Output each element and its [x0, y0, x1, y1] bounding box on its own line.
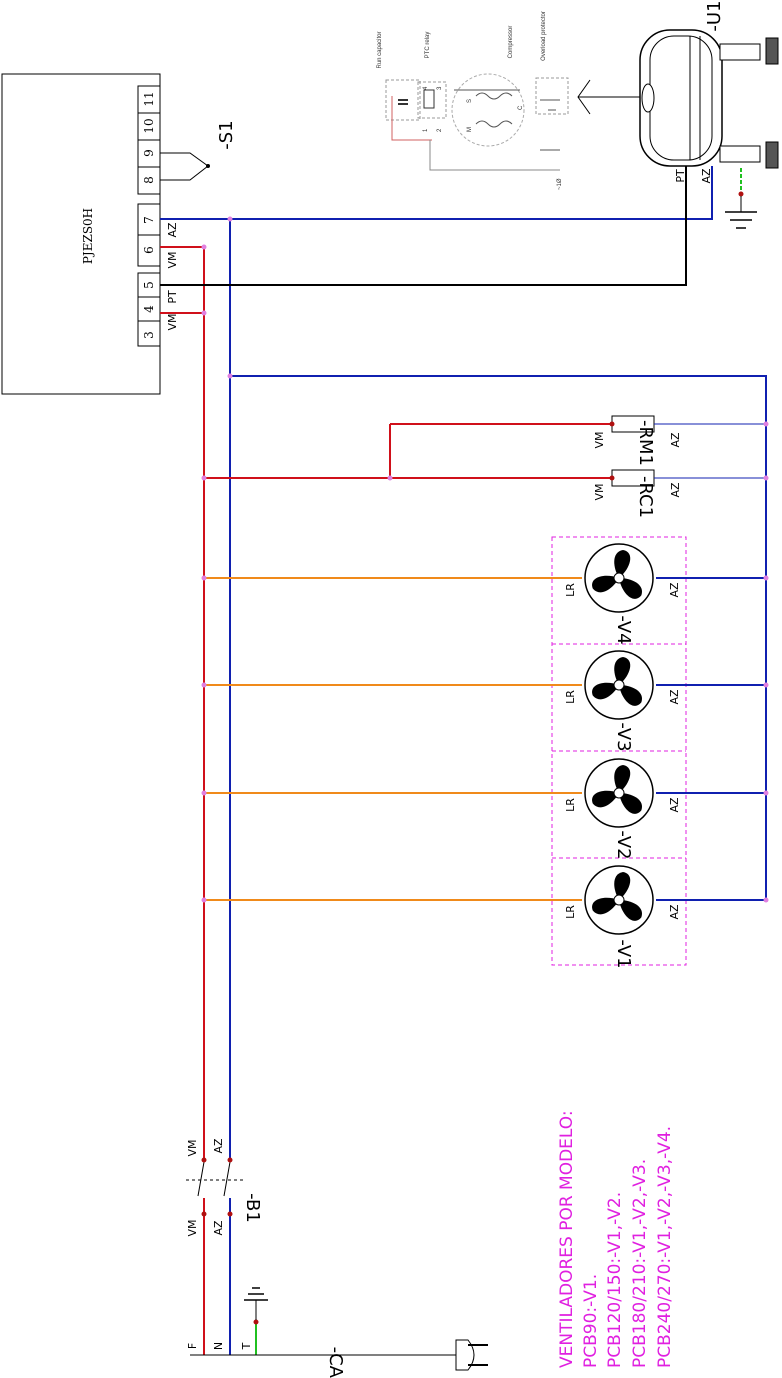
- b1-bot-vm: VM: [186, 1219, 199, 1236]
- resistor-rc1: VM AZ -RC1: [593, 469, 769, 518]
- fan-v4: LR AZ -V4: [201, 543, 769, 645]
- note-line-3: PCB180/210:-V1,-V2,-V3.: [630, 1159, 650, 1368]
- terminal-6: 6: [142, 246, 156, 254]
- sensor-s1: -S1: [160, 120, 237, 181]
- v1-right-label: AZ: [668, 904, 681, 920]
- fan-v1: LR AZ -V1: [201, 865, 769, 969]
- v2-left-label: LR: [564, 798, 577, 812]
- compressor-pt: PT: [674, 169, 687, 183]
- terminal-9: 9: [142, 149, 156, 157]
- compressor-az: AZ: [700, 168, 713, 184]
- arrow-icon: [577, 79, 640, 115]
- ground-icon: [725, 168, 757, 229]
- inset-overload-protector: Overload protector: [541, 11, 547, 61]
- terminal-5: 5: [142, 281, 156, 289]
- inset-run-capacitor: Run capacitor: [377, 31, 383, 68]
- fan-model-note: VENTILADORES POR MODELO: PCB90:-V1. PCB1…: [557, 1110, 675, 1368]
- terminal-11: 11: [142, 91, 156, 106]
- fan-v3: LR AZ -V3: [201, 650, 769, 752]
- resistor-rm1: VM AZ -RM1: [593, 415, 769, 466]
- v4-right-label: AZ: [668, 582, 681, 598]
- pin-label-7: AZ: [166, 222, 179, 238]
- rc1-right-label: AZ: [669, 482, 682, 498]
- b1-bot-az: AZ: [212, 1220, 225, 1236]
- inset-pin-m: M: [467, 127, 473, 132]
- pin-label-4: VM: [166, 313, 179, 330]
- inset-ptc-relay: PTC relay: [425, 32, 431, 59]
- fan-icon: [584, 543, 654, 613]
- fan-icon: [584, 865, 654, 935]
- b1-name: -B1: [242, 1193, 263, 1223]
- v4-left-label: LR: [564, 583, 577, 597]
- inset-pin-3: 3: [437, 86, 443, 90]
- fan-group: [551, 536, 687, 966]
- v3-name: -V3: [613, 722, 634, 751]
- rm1-name: -RM1: [635, 420, 656, 466]
- pin-label-6: VM: [166, 251, 179, 268]
- plug-t: T: [240, 1342, 253, 1350]
- rm1-right-label: AZ: [669, 432, 682, 448]
- note-line-4: PCB240/270:-V1,-V2,-V3,-V4.: [655, 1126, 675, 1368]
- v2-name: -V2: [613, 830, 634, 859]
- compressor-name: -U1: [704, 0, 725, 31]
- note-line-2: PCB120/150:-V1,-V2.: [605, 1192, 625, 1368]
- note-line-1: PCB90:-V1.: [581, 1274, 601, 1368]
- terminal-7: 7: [142, 216, 156, 224]
- switch-b1: VM AZ VM AZ -B1: [186, 1138, 263, 1237]
- plug-name: -CA1: [325, 1347, 346, 1378]
- plug-n: N: [212, 1342, 225, 1350]
- b1-top-vm: VM: [186, 1139, 199, 1156]
- power-plug: F N T -CA1: [186, 1287, 488, 1378]
- terminal-8: 8: [142, 176, 156, 184]
- rc1-name: -RC1: [635, 476, 656, 518]
- inset-pin-c: C: [518, 105, 524, 110]
- terminal-4: 4: [142, 305, 156, 313]
- terminal-3: 3: [142, 331, 156, 339]
- v4-name: -V4: [613, 615, 634, 644]
- terminal-10: 10: [142, 118, 156, 133]
- inset-pin-1: 1: [423, 128, 429, 132]
- v2-right-label: AZ: [668, 797, 681, 813]
- note-title: VENTILADORES POR MODELO:: [557, 1110, 577, 1368]
- rc1-left-label: VM: [593, 483, 606, 500]
- rm1-left-label: VM: [593, 431, 606, 448]
- compressor-schematic-inset: Run capacitor PTC relay Compressor Overl…: [377, 11, 569, 190]
- controller-unit: PJEZS0H 3 4 5 6 7 8 9 10 11 VM PT VM AZ: [1, 73, 179, 395]
- v3-right-label: AZ: [668, 689, 681, 705]
- v1-left-label: LR: [564, 905, 577, 919]
- inset-pin-s: S: [467, 99, 473, 103]
- pin-label-5: PT: [166, 290, 179, 304]
- inset-pin-4: 4: [423, 86, 429, 90]
- inset-compressor: Compressor: [508, 26, 514, 59]
- fan-icon: [584, 758, 654, 828]
- controller-name: PJEZS0H: [81, 208, 95, 264]
- v1-name: -V1: [613, 939, 634, 968]
- fan-icon: [584, 650, 654, 720]
- inset-pin-2: 2: [437, 128, 443, 132]
- plug-f: F: [186, 1343, 199, 1349]
- v3-left-label: LR: [564, 690, 577, 704]
- sensor-name: -S1: [216, 120, 237, 149]
- inset-supply: ~1Ø: [557, 178, 563, 190]
- b1-top-az: AZ: [212, 1138, 225, 1154]
- compressor-icon: [639, 29, 779, 169]
- fan-v2: LR AZ -V2: [201, 758, 769, 860]
- plug-icon: [455, 1339, 488, 1371]
